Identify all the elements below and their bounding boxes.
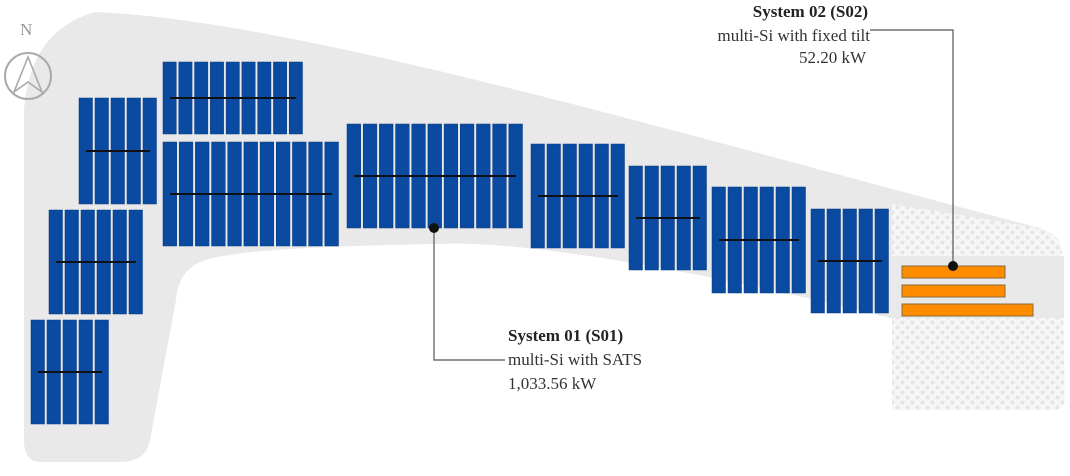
sats-block <box>346 123 523 229</box>
s02-description: multi-Si with fixed tilt <box>717 26 870 45</box>
fixed-tilt-row <box>901 303 1034 317</box>
s02-power: 52.20 kW <box>798 48 866 67</box>
sats-block <box>48 209 143 315</box>
s02-marker <box>948 261 958 271</box>
sats-block <box>78 97 157 205</box>
s01-title: System 01 (S01) <box>508 326 624 345</box>
sats-block <box>810 208 889 314</box>
sats-block <box>628 165 707 271</box>
s01-description: multi-Si with SATS <box>508 350 643 369</box>
sats-block <box>530 143 625 249</box>
s01-leader <box>433 228 505 361</box>
sats-block <box>162 61 303 135</box>
sats-block <box>30 319 109 425</box>
s02-title: System 02 (S02) <box>752 2 868 21</box>
fixed-tilt-row <box>901 284 1006 298</box>
s01-marker <box>429 223 439 233</box>
sats-block <box>711 186 806 294</box>
north-arrow-icon <box>4 52 52 100</box>
s02-leader <box>870 29 954 266</box>
sats-block <box>162 141 339 247</box>
panel-blocks <box>30 61 1034 425</box>
leader-lines <box>433 29 954 361</box>
compass-label: N <box>20 20 33 39</box>
s01-power: 1,033.56 kW <box>508 374 597 393</box>
